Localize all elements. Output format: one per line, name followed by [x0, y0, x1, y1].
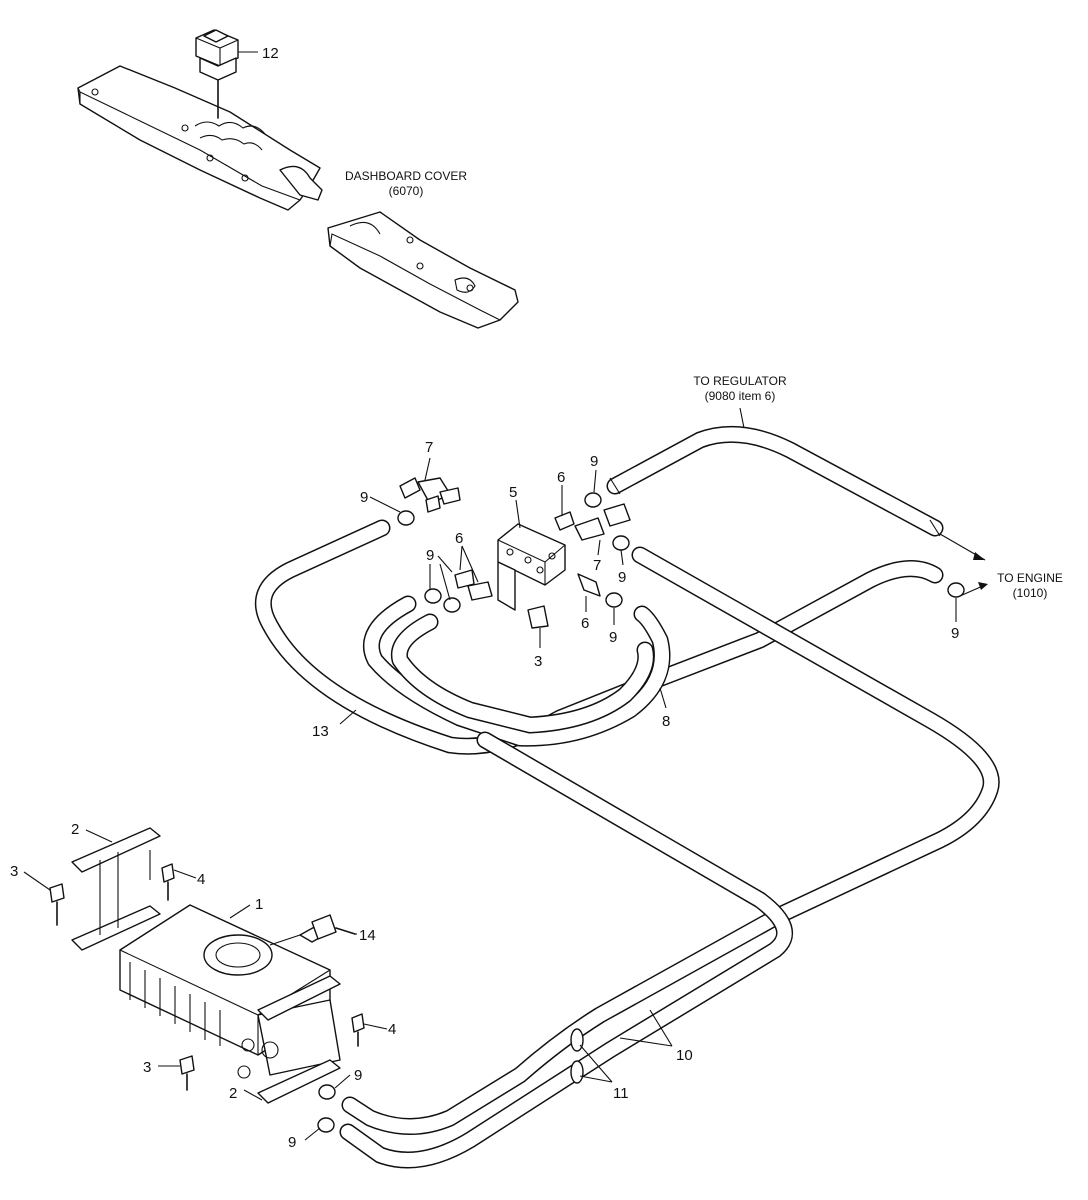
hose-clamps [317, 492, 965, 1133]
fittings [399, 477, 631, 629]
callout-3-bottom: 3 [143, 1059, 151, 1076]
callout-9-mid: 9 [426, 547, 434, 564]
callout-6-bottom: 6 [581, 615, 589, 632]
callout-5: 5 [509, 484, 517, 501]
callout-1: 1 [255, 896, 263, 913]
callout-9-right: 9 [618, 569, 626, 586]
callouts: 12 7 9 5 6 9 6 9 7 9 6 9 3 9 8 13 2 3 4 … [10, 45, 959, 1151]
callout-11: 11 [613, 1085, 629, 1102]
callout-8: 8 [662, 713, 670, 730]
callout-3-left: 3 [10, 863, 18, 880]
caption-to-regulator-ref: (9080 item 6) [705, 389, 776, 403]
callout-6-top: 6 [557, 469, 565, 486]
captions: DASHBOARD COVER (6070) TO REGULATOR (908… [345, 169, 1063, 600]
callout-3-top: 3 [534, 653, 542, 670]
caption-dashboard-cover-ref: (6070) [389, 184, 424, 198]
manifold-block [497, 523, 566, 611]
mounting-brackets [71, 827, 341, 1104]
rocker-switch [195, 29, 239, 119]
callout-13: 13 [312, 723, 329, 740]
flow-arrows [939, 533, 988, 597]
wire-connector [311, 914, 356, 940]
grommets [570, 1028, 584, 1084]
caption-dashboard-cover: DASHBOARD COVER [345, 169, 467, 183]
caption-to-engine: TO ENGINE [997, 571, 1063, 585]
callout-10: 10 [676, 1047, 693, 1064]
callout-6-left: 6 [455, 530, 463, 547]
callout-7-right: 7 [593, 557, 601, 574]
leader-lines [23, 51, 957, 1141]
caption-to-engine-ref: (1010) [1013, 586, 1048, 600]
callout-9-top: 9 [590, 453, 598, 470]
heater-unit [119, 904, 341, 1079]
callout-7-top: 7 [425, 439, 433, 456]
callout-9-bottom: 9 [609, 629, 617, 646]
callout-4-top: 4 [197, 871, 205, 888]
bolts [49, 863, 365, 1091]
callout-12: 12 [262, 45, 279, 62]
callout-9-unit-lower: 9 [288, 1134, 296, 1151]
callout-2-top: 2 [71, 821, 79, 838]
callout-2-bottom: 2 [229, 1085, 237, 1102]
dashboard-cover [77, 65, 519, 329]
callout-9-left: 9 [360, 489, 368, 506]
caption-to-regulator: TO REGULATOR [693, 374, 787, 388]
callout-9-unit: 9 [354, 1067, 362, 1084]
callout-9-engine: 9 [951, 625, 959, 642]
callout-14: 14 [359, 927, 376, 944]
hoses [254, 425, 1000, 1169]
callout-4-right: 4 [388, 1021, 396, 1038]
